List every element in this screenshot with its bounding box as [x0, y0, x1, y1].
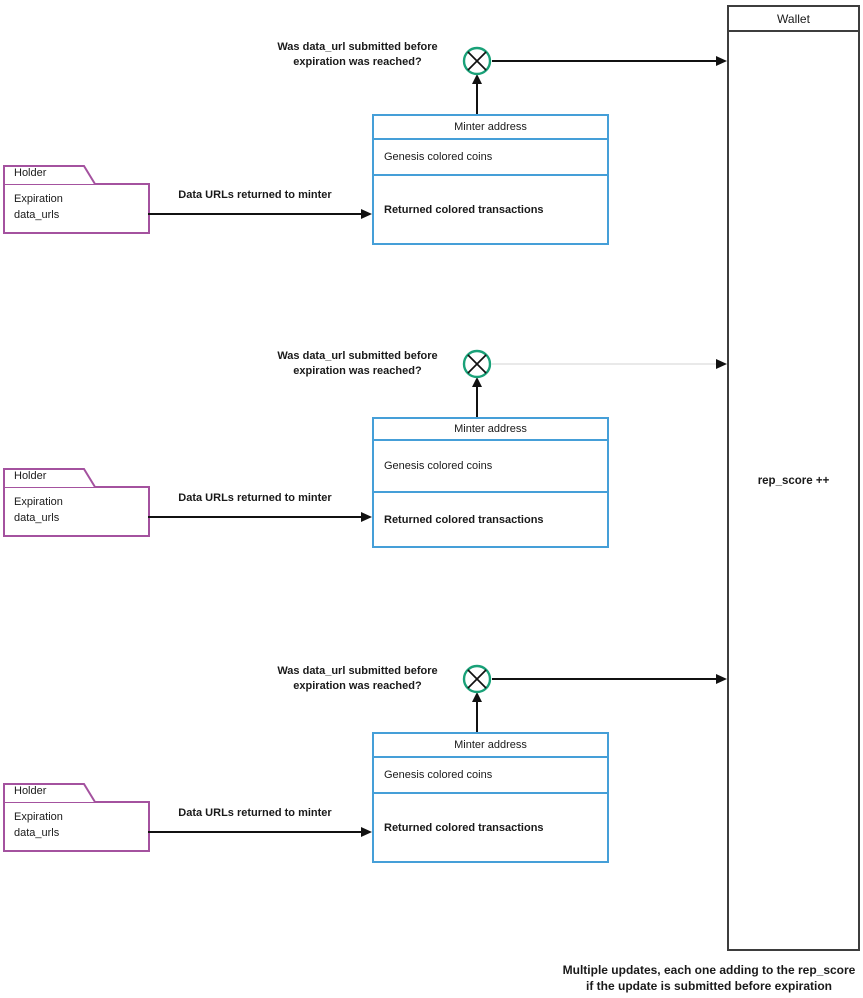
holder-attr-expiration: Expiration	[14, 496, 63, 508]
data-urls-arrow-label: Data URLs returned to minter	[178, 492, 332, 504]
minter-header: Minter address	[374, 734, 607, 758]
holder-to-minter-arrow	[148, 516, 363, 518]
minter-row-genesis: Genesis colored coins	[374, 758, 607, 794]
question-line1: Was data_url submitted before	[277, 665, 438, 677]
minter-to-junction-arrow	[476, 700, 478, 732]
arrowhead-right-icon	[361, 512, 372, 522]
arrowhead-right-icon	[716, 674, 727, 684]
minter-address-box: Minter address Genesis colored coins Ret…	[372, 417, 609, 548]
question-line2: expiration was reached?	[293, 56, 422, 68]
holder-attr-data-urls: data_urls	[14, 209, 60, 221]
footnote-line2: if the update is submitted before expira…	[585, 979, 833, 993]
minter-address-box: Minter address Genesis colored coins Ret…	[372, 114, 609, 245]
minter-header: Minter address	[374, 116, 607, 140]
data-urls-arrow-label: Data URLs returned to minter	[178, 189, 332, 201]
minter-to-junction-arrow	[476, 385, 478, 417]
minter-row-returned: Returned colored transactions	[384, 821, 544, 834]
question-line2: expiration was reached?	[293, 680, 422, 692]
question-label: Was data_url submitted before expiration…	[250, 40, 465, 70]
arrowhead-right-icon	[716, 359, 727, 369]
question-label: Was data_url submitted before expiration…	[250, 664, 465, 694]
circled-x-junction-icon	[462, 664, 492, 694]
minter-row-genesis: Genesis colored coins	[374, 441, 607, 493]
minter-to-junction-arrow	[476, 82, 478, 114]
arrowhead-right-icon	[361, 209, 372, 219]
junction-to-wallet-arrow	[492, 678, 717, 680]
footnote-line1: Multiple updates, each one adding to the…	[562, 963, 856, 977]
holder-title: Holder	[14, 470, 47, 482]
minter-row-returned: Returned colored transactions	[384, 513, 544, 526]
holder-attr-data-urls: data_urls	[14, 827, 60, 839]
holder-folder-shape	[3, 783, 150, 852]
arrowhead-up-icon	[472, 74, 482, 84]
holder-attr-data-urls: data_urls	[14, 512, 60, 524]
question-line1: Was data_url submitted before	[277, 350, 438, 362]
circled-x-junction-icon	[462, 349, 492, 379]
arrowhead-up-icon	[472, 377, 482, 387]
wallet-box: Wallet rep_score ++	[727, 5, 860, 951]
minter-row-genesis: Genesis colored coins	[374, 140, 607, 176]
minter-address-box: Minter address Genesis colored coins Ret…	[372, 732, 609, 863]
footnote: Multiple updates, each one adding to the…	[509, 962, 863, 994]
circled-x-junction-icon	[462, 46, 492, 76]
question-line1: Was data_url submitted before	[277, 41, 438, 53]
holder-title: Holder	[14, 167, 47, 179]
junction-to-wallet-arrow-faded	[492, 363, 717, 365]
question-line2: expiration was reached?	[293, 365, 422, 377]
holder-attr-expiration: Expiration	[14, 193, 63, 205]
junction-to-wallet-arrow	[492, 60, 717, 62]
holder-attr-expiration: Expiration	[14, 811, 63, 823]
question-label: Was data_url submitted before expiration…	[250, 349, 465, 379]
holder-folder-shape	[3, 165, 150, 234]
minter-header: Minter address	[374, 419, 607, 441]
holder-to-minter-arrow	[148, 213, 363, 215]
holder-to-minter-arrow	[148, 831, 363, 833]
arrowhead-up-icon	[472, 692, 482, 702]
arrowhead-right-icon	[361, 827, 372, 837]
data-urls-arrow-label: Data URLs returned to minter	[178, 807, 332, 819]
wallet-title: Wallet	[729, 7, 858, 32]
minter-row-returned: Returned colored transactions	[384, 203, 544, 216]
arrowhead-right-icon	[716, 56, 727, 66]
rep-score-label: rep_score ++	[757, 475, 830, 487]
holder-folder-shape	[3, 468, 150, 537]
holder-title: Holder	[14, 785, 47, 797]
